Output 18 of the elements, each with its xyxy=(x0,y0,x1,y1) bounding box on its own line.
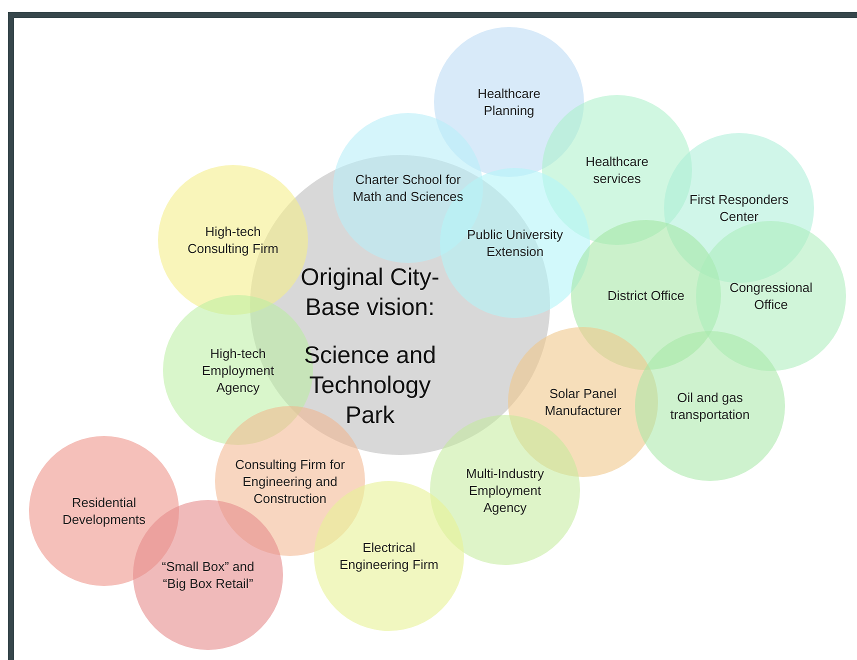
circle-label: Healthcare Planning xyxy=(476,85,542,119)
circle-label: Multi-Industry Employment Agency xyxy=(464,464,546,516)
circle-label: Healthcare services xyxy=(584,153,650,187)
circle-label: Consulting Firm for Engineering and Construction xyxy=(234,456,346,506)
heading-text: Original City-Base vision: xyxy=(300,263,440,323)
circle-label: Charter School for Math and Sciences xyxy=(352,171,464,205)
circle-label: Residential Developments xyxy=(61,494,147,528)
circle-label: Congressional Office xyxy=(728,279,814,313)
heading-text: Science and Technology Park xyxy=(302,341,438,431)
circle-label: District Office xyxy=(607,286,685,304)
circle-label: Public University Extension xyxy=(466,226,564,260)
circle-label: Electrical Engineering Firm xyxy=(338,539,440,573)
circle-label: High-tech Employment Agency xyxy=(200,344,276,396)
circle-label: High-tech Consulting Firm xyxy=(186,223,280,257)
circle-label: “Small Box” and “Big Box Retail” xyxy=(160,558,256,592)
circle-label: Solar Panel Manufacturer xyxy=(544,385,622,419)
circle-label: First Responders Center xyxy=(688,191,790,225)
circle-label: Oil and gas transportation xyxy=(669,389,751,423)
